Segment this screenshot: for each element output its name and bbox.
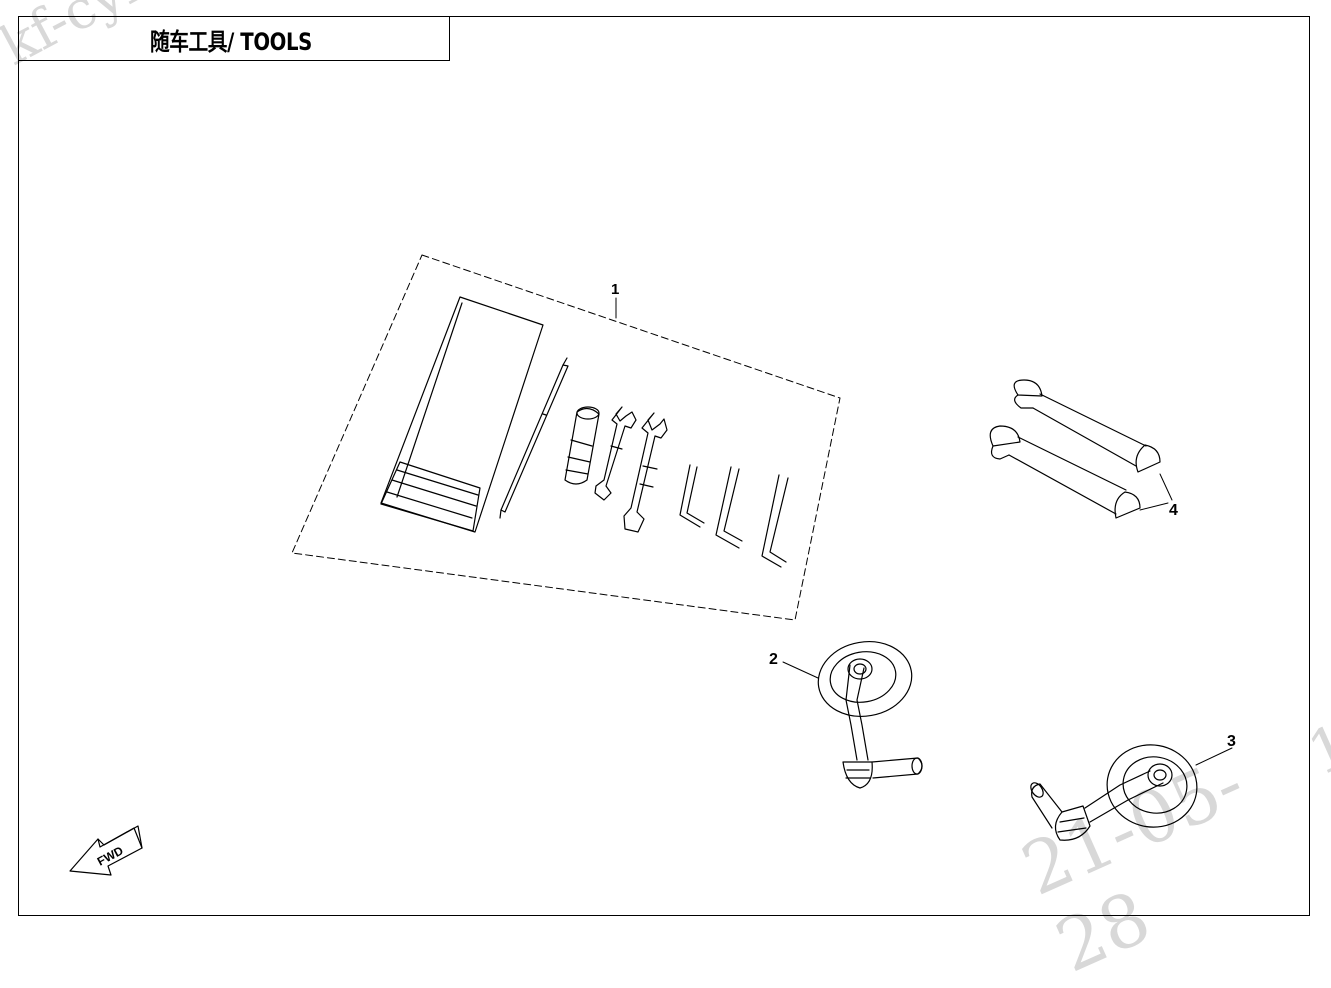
tool-pouch (380, 296, 544, 533)
hex-key-large (761, 474, 789, 568)
exploded-diagram: FWD 1 2 3 4 (69, 254, 1236, 876)
screwdriver-shaft (499, 357, 569, 519)
drawing-frame (18, 16, 1310, 916)
callout-number-3: 3 (1227, 733, 1236, 750)
callout-number-1: 1 (611, 281, 619, 298)
title-block (18, 16, 450, 61)
callout-leader-3 (1195, 747, 1233, 766)
callout-number-4: 4 (1169, 502, 1178, 519)
hex-key-medium (715, 466, 743, 549)
callout-leader-2 (782, 661, 819, 679)
tool-kit-boundary (291, 254, 841, 621)
screwdriver-handle (564, 406, 600, 485)
wrench-large (623, 412, 668, 533)
wrench-small (594, 406, 637, 501)
rubber-strap-upper (1013, 379, 1161, 473)
hex-key-small (679, 464, 705, 528)
callout-number-2: 2 (769, 651, 778, 668)
fwd-arrow-icon (69, 825, 143, 876)
rubber-strap-lower (989, 425, 1141, 519)
callout-leader-4a (1159, 473, 1173, 501)
callout-leader-4b (1139, 502, 1169, 511)
page-title: 随车工具/ TOOLS (150, 28, 312, 56)
mirror-left (817, 641, 923, 789)
mirror-right (1030, 744, 1198, 841)
